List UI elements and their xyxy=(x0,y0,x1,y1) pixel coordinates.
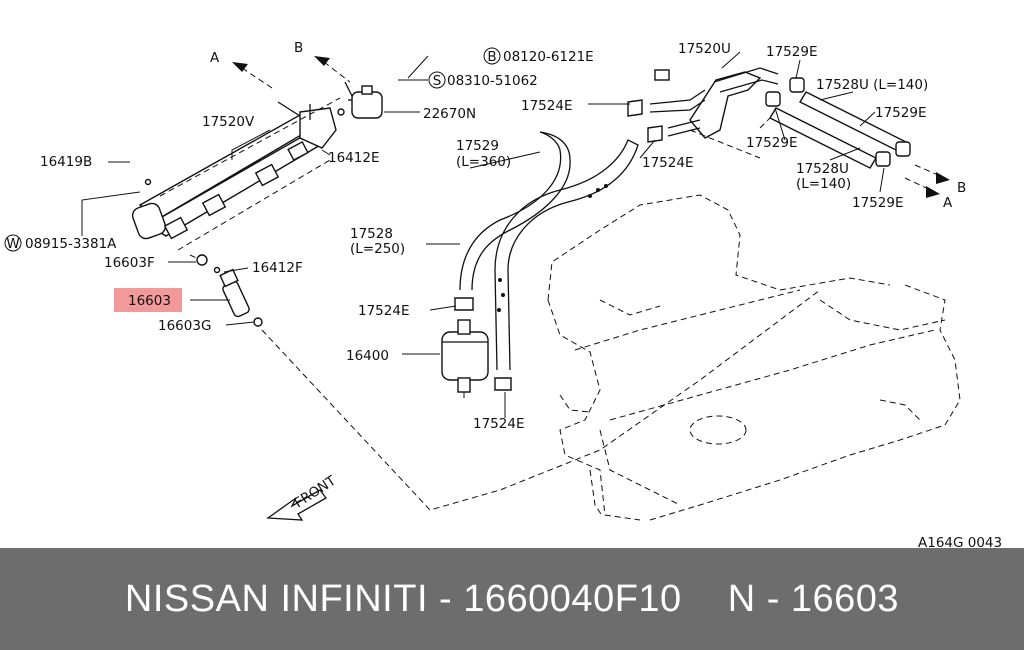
guide-line xyxy=(261,289,821,511)
label-08915-3381a: 08915-3381A xyxy=(25,236,117,252)
engine-block-outline xyxy=(547,194,961,521)
svg-text:B: B xyxy=(487,49,496,65)
direction-arrows-top xyxy=(232,56,351,89)
label-17524e-1: 17524E xyxy=(521,98,572,114)
pressure-regulator xyxy=(337,81,383,119)
label-17520u: 17520U xyxy=(678,41,731,57)
label-ref-code: A164G 0043 xyxy=(918,535,1002,548)
label-17524e-4: 17524E xyxy=(473,416,524,432)
front-arrow-icon xyxy=(266,489,327,521)
label-17520v: 17520V xyxy=(202,114,255,130)
label-17524e-2: 17524E xyxy=(642,155,693,171)
label-17529e-2: 17529E xyxy=(875,105,926,121)
label-dir-a-top: A xyxy=(210,50,220,66)
label-17524e-3: 17524E xyxy=(358,303,409,319)
brand-and-oem-number: NISSAN INFINITI - 1660040F10 xyxy=(124,577,682,620)
badge-b: B xyxy=(483,47,501,65)
label-dir-b-top: B xyxy=(294,40,303,56)
label-17528u-bottom-length: (L=140) xyxy=(796,176,851,192)
label-22670n: 22670N xyxy=(423,106,476,122)
label-17529: 17529 xyxy=(456,138,499,154)
label-dir-b-right: B xyxy=(957,180,966,196)
label-17529-length: (L=360) xyxy=(456,154,511,170)
label-17528u-bottom: 17528U xyxy=(796,161,849,177)
label-08120-6121e: 08120-6121E xyxy=(503,49,594,65)
label-17529e-1: 17529E xyxy=(766,44,817,60)
highlight-box xyxy=(114,288,182,312)
label-dir-a-right: A xyxy=(943,195,953,211)
svg-text:S: S xyxy=(433,73,442,89)
label-16603: 16603 xyxy=(128,293,171,309)
label-16412e: 16412E xyxy=(328,150,379,166)
badge-w: W xyxy=(4,234,22,252)
fuel-rail xyxy=(131,101,337,240)
label-16419b: 16419B xyxy=(40,154,92,170)
label-16603g: 16603G xyxy=(158,318,211,334)
label-16400: 16400 xyxy=(346,348,389,364)
label-16412f: 16412F xyxy=(252,260,303,276)
label-17528u-top: 17528U (L=140) xyxy=(816,77,928,93)
leader-lines xyxy=(81,51,885,418)
label-17528-length: (L=250) xyxy=(350,241,405,257)
label-17529e-3: 17529E xyxy=(746,135,797,151)
label-08310-51062: 08310-51062 xyxy=(447,73,538,89)
label-17529e-4: 17529E xyxy=(852,195,903,211)
exploded-parts-diagram: B S W A B 08120-6121E 17520U 17529E 1752… xyxy=(4,40,1002,548)
badge-s: S xyxy=(428,71,446,89)
label-17528: 17528 xyxy=(350,226,393,242)
fuel-pipe-bracket xyxy=(649,67,781,159)
direction-arrows-right xyxy=(904,164,950,198)
fuel-hoses xyxy=(454,99,663,391)
part-number-banner: NISSAN INFINITI - 1660040F10 N - 16603 xyxy=(0,548,1024,650)
label-16603f: 16603F xyxy=(104,255,155,271)
catalog-part-number: N - 16603 xyxy=(727,577,900,620)
fuel-injector xyxy=(196,254,263,327)
fuel-hose-pair xyxy=(765,77,911,169)
svg-text:W: W xyxy=(6,236,19,252)
label-front: FRONT xyxy=(291,472,339,511)
fuel-filter xyxy=(441,319,489,398)
